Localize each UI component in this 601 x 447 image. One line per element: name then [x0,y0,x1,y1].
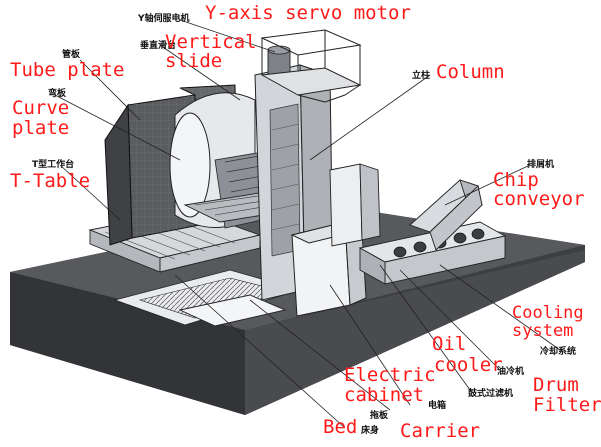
oil-cooler-cn-label: 油冷机 [497,367,525,377]
chip-conveyor-cn-label: 排屑机 [527,160,555,170]
rear-cabinet [329,163,381,247]
carrier-cn-label: 拖板 [370,411,389,421]
cooling-system-en-label-1: Cooling [512,303,584,323]
electric-cabinet-cn-label: 电箱 [428,401,447,411]
electric-cabinet-en-label-2: cabinet [344,384,425,406]
tube-plate-cn-label: 管板 [62,50,81,60]
bed-cn-label: 床身 [361,426,380,436]
drum-filter-en-label-1: Drum [533,374,579,396]
oil-cooler-en-label-1: Oil [432,333,467,355]
carrier-en-label: Carrier [400,420,481,442]
chip-conveyor-en-label-2: conveyor [493,188,585,210]
y-servo-en-label: Y-axis servo motor [205,2,411,24]
vertical-slide-en-label-1: Vertical [165,31,257,53]
bed-en-label: Bed [323,416,358,438]
t-table-en-label: T-Table [10,170,91,192]
vertical-slide-cn-label: 垂直滑台 [140,41,177,51]
vertical-slide-en-label-2: slide [165,50,223,72]
column-cn-label: 立柱 [412,71,431,81]
curve-plate-cn-label: 弯板 [48,89,67,99]
column-en-label: Column [436,61,505,83]
leader-lines [54,19,561,429]
carrier [178,294,287,327]
electric-cabinet-en-label-1: Electric [344,364,436,386]
t-table-cn-label: T型工作台 [32,160,75,170]
y-servo-cn-label: Y轴伺服电机 [138,14,190,24]
drum-filter-cn-label: 鼓式过滤机 [468,389,514,399]
top-railing [260,29,362,103]
cooling-system-en-label-2: system [512,321,574,341]
curve-plate-en-label-2: plate [12,117,70,139]
drum-filter-en-label-2: Filter [533,394,601,416]
cooling-system-cn-label: 冷却系统 [540,347,577,357]
tube-plate-en-label: Tube plate [10,59,125,81]
curve-plate-en-label-1: Curve [12,97,70,119]
oil-cooler-en-label-2: cooler [434,354,503,376]
cooling-and-filter-units [358,221,507,285]
chip-conveyor-en-label-1: Chip [493,169,539,191]
